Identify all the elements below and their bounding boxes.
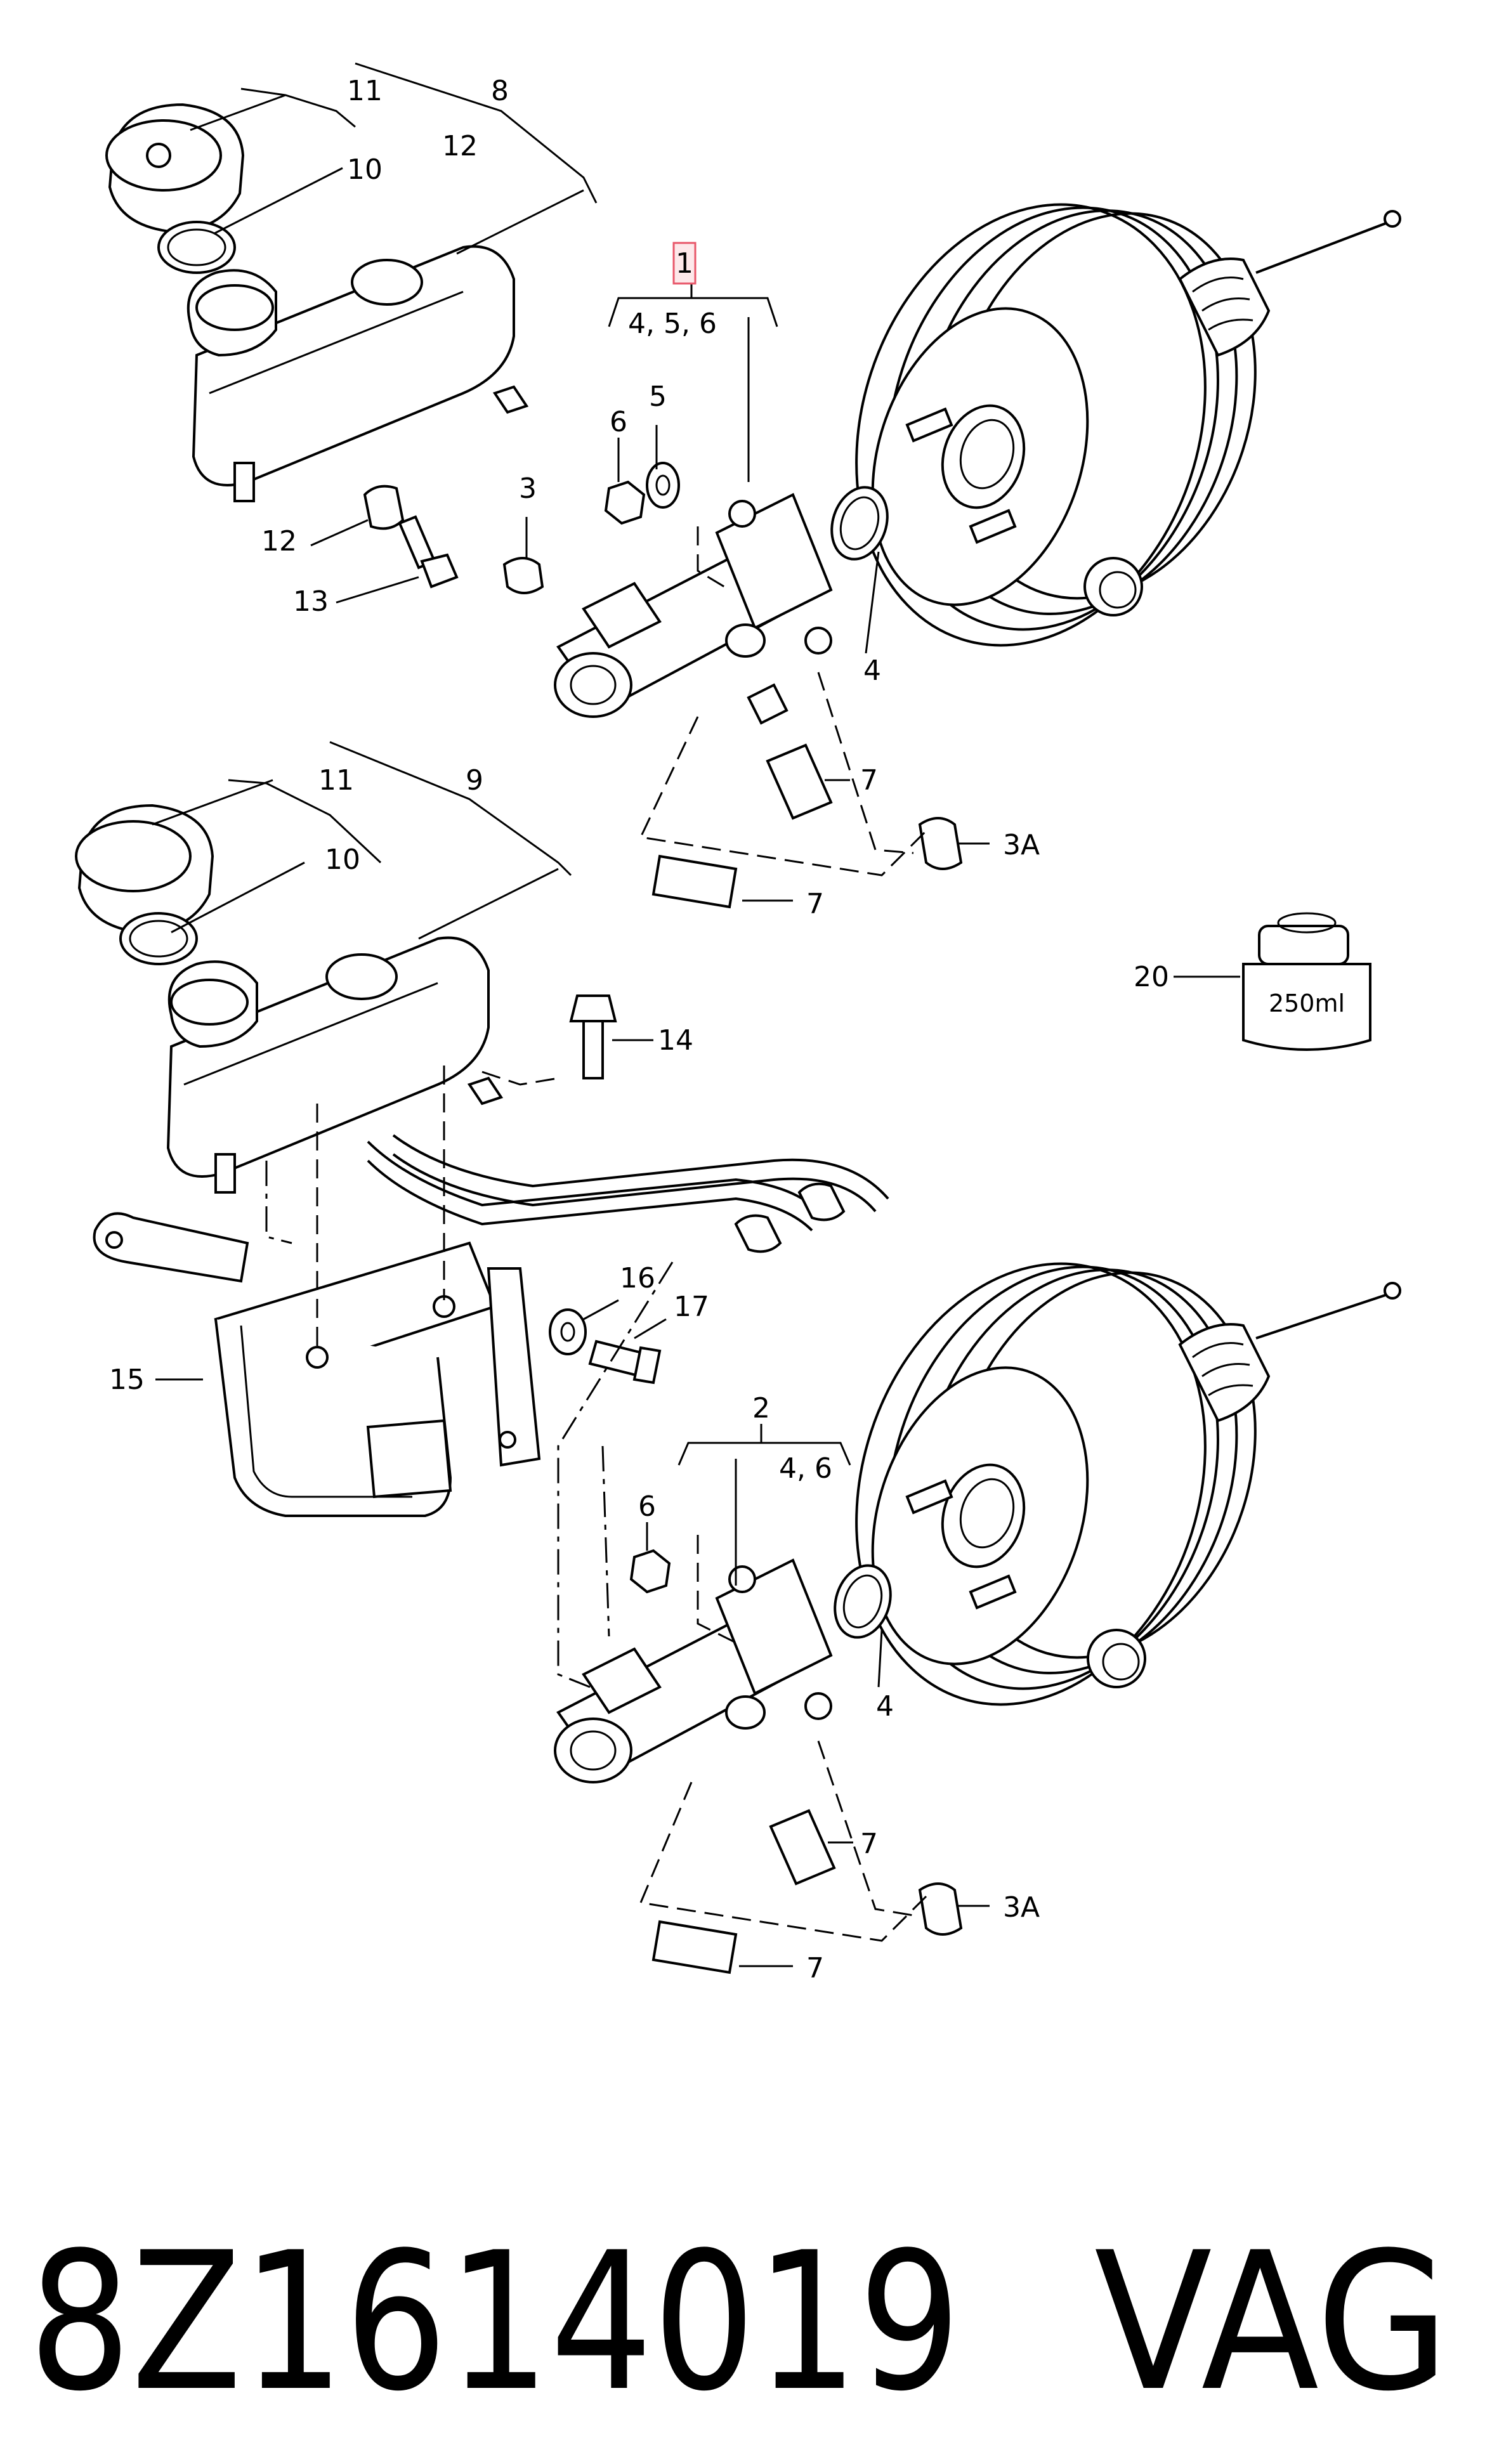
part-number: 8Z1614019 <box>29 2212 961 2433</box>
plug-3a-top <box>918 817 963 870</box>
top-assembly <box>105 62 1401 909</box>
callout-20: 20 <box>1134 961 1169 993</box>
leader-lines-mid <box>152 741 1240 1381</box>
callout-10-top: 10 <box>347 153 383 186</box>
callout-15: 15 <box>109 1364 145 1396</box>
leader-lines-bottom <box>557 1261 990 1967</box>
brake-booster-bottom <box>855 1262 1401 1706</box>
callout-7-c: 7 <box>860 1828 878 1860</box>
callout-2: 2 <box>752 1392 770 1424</box>
bolt-17 <box>588 1340 662 1385</box>
brand-name: VAG <box>1094 2212 1449 2433</box>
callout-14: 14 <box>658 1024 693 1057</box>
cap-11-mid <box>75 804 214 934</box>
grommet-12 <box>363 485 405 530</box>
middle-assembly <box>75 741 1371 1517</box>
o-ring-4-bottom <box>834 1564 892 1639</box>
bolt-14 <box>569 994 617 1079</box>
callout-13: 13 <box>293 585 329 618</box>
reservoir-top <box>186 245 529 502</box>
callout-16: 16 <box>620 1262 655 1294</box>
callout-7-d: 7 <box>806 1952 824 1985</box>
callout-3: 3 <box>519 473 537 505</box>
callout-4-5-6-top: 4, 5, 6 <box>628 308 717 340</box>
nut-6-top <box>604 480 646 525</box>
plug-3a-bottom <box>918 1882 963 1936</box>
callout-17: 17 <box>674 1291 709 1323</box>
callout-11-top: 11 <box>347 75 383 107</box>
seal-3 <box>502 557 544 594</box>
callout-8: 8 <box>491 75 509 107</box>
brake-lines <box>367 1134 889 1253</box>
bolt-13 <box>398 515 459 589</box>
callout-12-top: 12 <box>442 130 478 162</box>
bracket-15 <box>93 1212 541 1517</box>
callout-5: 5 <box>649 381 667 413</box>
bleed-screw-7-c <box>769 1809 836 1886</box>
callout-3a-top: 3A <box>1003 829 1040 861</box>
callout-6-bottom: 6 <box>638 1490 656 1523</box>
callout-7-a: 7 <box>860 764 878 797</box>
reservoir-mid <box>166 936 504 1194</box>
master-cylinder-top <box>554 493 833 725</box>
callout-9: 9 <box>466 764 483 797</box>
washer-5-top <box>646 462 680 509</box>
callout-4-6-bottom: 4, 6 <box>779 1452 832 1485</box>
callout-1: 1 <box>676 247 693 280</box>
callout-11-mid: 11 <box>318 764 354 797</box>
bleed-screw-7-b <box>651 854 738 909</box>
nut-6-bottom <box>629 1549 671 1594</box>
callout-labels: 1 4, 5, 6 8 12 11 10 12 13 3 6 5 4 7 3A … <box>109 75 1345 1985</box>
o-ring-4-top <box>830 486 889 561</box>
cap-11-top <box>105 103 245 233</box>
callout-3a-bottom: 3A <box>1003 1891 1040 1924</box>
callout-7-b: 7 <box>806 888 824 920</box>
callout-1-highlight <box>672 242 697 285</box>
container-250ml-label: 250ml <box>1269 989 1345 1017</box>
fluid-container-20 <box>1242 912 1371 1051</box>
master-cylinder-bottom <box>554 1558 833 1783</box>
bleed-screw-7-a <box>766 743 833 820</box>
callout-4-bottom: 4 <box>876 1690 894 1723</box>
brake-booster-top <box>855 203 1401 647</box>
callout-12-left: 12 <box>261 525 297 557</box>
washer-16 <box>549 1308 587 1355</box>
callout-4-top: 4 <box>863 655 881 687</box>
footer: 8Z1614019 VAG <box>29 2212 1449 2433</box>
bleed-screw-7-d <box>651 1920 738 1974</box>
callout-6-top: 6 <box>610 406 627 438</box>
bottom-assembly <box>554 1261 1401 1974</box>
callout-10-mid: 10 <box>325 844 360 876</box>
leader-lines-top <box>190 62 990 902</box>
